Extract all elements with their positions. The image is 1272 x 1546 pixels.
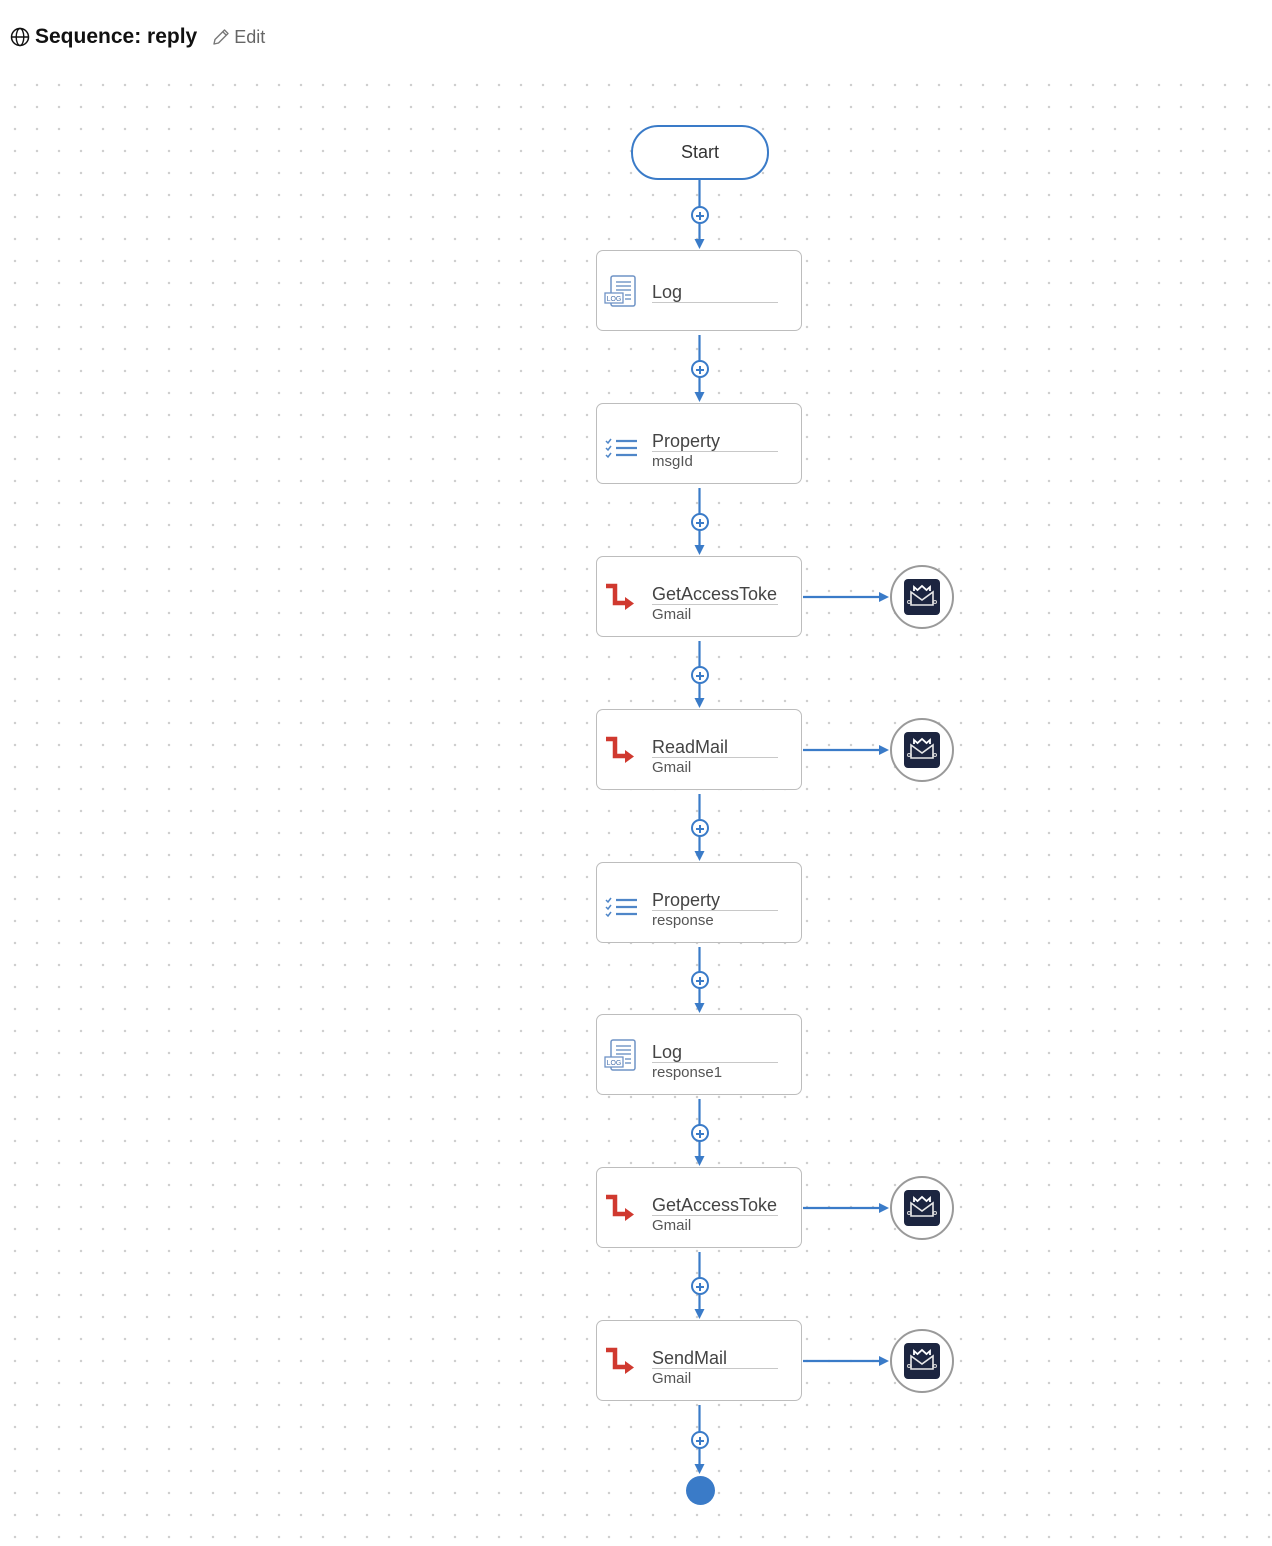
gmail-icon — [903, 1342, 941, 1380]
mediator-description: msgId — [652, 453, 693, 470]
property-icon — [603, 885, 641, 923]
svg-text:LOG: LOG — [607, 1060, 622, 1067]
sequence-header: Sequence: reply Edit — [10, 22, 265, 52]
globe-icon — [10, 27, 30, 47]
end-node[interactable] — [686, 1476, 715, 1505]
mediator-description: Gmail — [652, 1217, 692, 1234]
property-icon — [603, 426, 641, 464]
add-mediator-button[interactable] — [690, 1431, 709, 1449]
mediator-description: Gmail — [652, 1370, 692, 1387]
gmail-connection-node[interactable] — [890, 1176, 954, 1240]
endpoint-arrow — [879, 592, 889, 602]
gmail-connection-node[interactable] — [890, 565, 954, 629]
edit-label: Edit — [234, 26, 266, 47]
start-label: Start — [680, 142, 719, 162]
add-mediator-button[interactable] — [690, 513, 709, 531]
flow-arrow — [694, 545, 705, 555]
flow-arrow — [694, 1003, 705, 1013]
add-mediator-button[interactable] — [690, 819, 709, 837]
gmail-connection-node[interactable] — [890, 718, 954, 782]
connector-call-icon — [603, 579, 641, 617]
mediator-name: Log — [652, 1042, 778, 1063]
gmail-icon — [903, 1189, 941, 1227]
mediator-name: GetAccessToke — [652, 1195, 778, 1216]
gmail-icon — [903, 731, 941, 769]
mediator-description: response1 — [652, 1064, 723, 1081]
add-mediator-button[interactable] — [690, 206, 709, 224]
mediator-name: Property — [652, 890, 778, 911]
log-icon: LOG — [603, 273, 641, 311]
page-title: Sequence: reply — [35, 25, 198, 48]
mediator-description: Gmail — [652, 759, 692, 776]
add-mediator-button[interactable] — [690, 1277, 709, 1295]
add-mediator-button[interactable] — [690, 971, 709, 989]
flow-arrow — [694, 1156, 705, 1166]
pencil-icon — [213, 29, 229, 45]
log-icon: LOG — [603, 1037, 641, 1075]
mediator-name: Log — [652, 282, 778, 303]
connector-call-icon — [603, 1190, 641, 1228]
edit-button[interactable]: Edit — [211, 27, 265, 48]
svg-text:LOG: LOG — [607, 296, 622, 303]
gmail-connection-node[interactable] — [890, 1329, 954, 1393]
flow-arrow — [694, 239, 705, 249]
mediator-description: response — [652, 912, 714, 929]
endpoint-arrow — [879, 1203, 889, 1213]
endpoint-arrow — [879, 1356, 889, 1366]
flow-arrow — [694, 1464, 705, 1474]
start-node[interactable]: Start — [631, 125, 769, 180]
mediator-name: SendMail — [652, 1348, 778, 1369]
connector-call-icon — [603, 1343, 641, 1381]
mediator-description: Gmail — [652, 606, 692, 623]
endpoint-arrow — [879, 745, 889, 755]
add-mediator-button[interactable] — [690, 360, 709, 378]
mediator-name: ReadMail — [652, 737, 778, 758]
add-mediator-button[interactable] — [690, 666, 709, 684]
connector-call-icon — [603, 732, 641, 770]
flow-arrow — [694, 851, 705, 861]
gmail-icon — [903, 578, 941, 616]
add-mediator-button[interactable] — [690, 1124, 709, 1142]
mediator-name: Property — [652, 431, 778, 452]
flow-arrow — [694, 1309, 705, 1319]
mediator-node[interactable]: LOG Log — [596, 250, 802, 331]
mediator-name: GetAccessToke — [652, 584, 778, 605]
flow-arrow — [694, 698, 705, 708]
flow-arrow — [694, 392, 705, 402]
